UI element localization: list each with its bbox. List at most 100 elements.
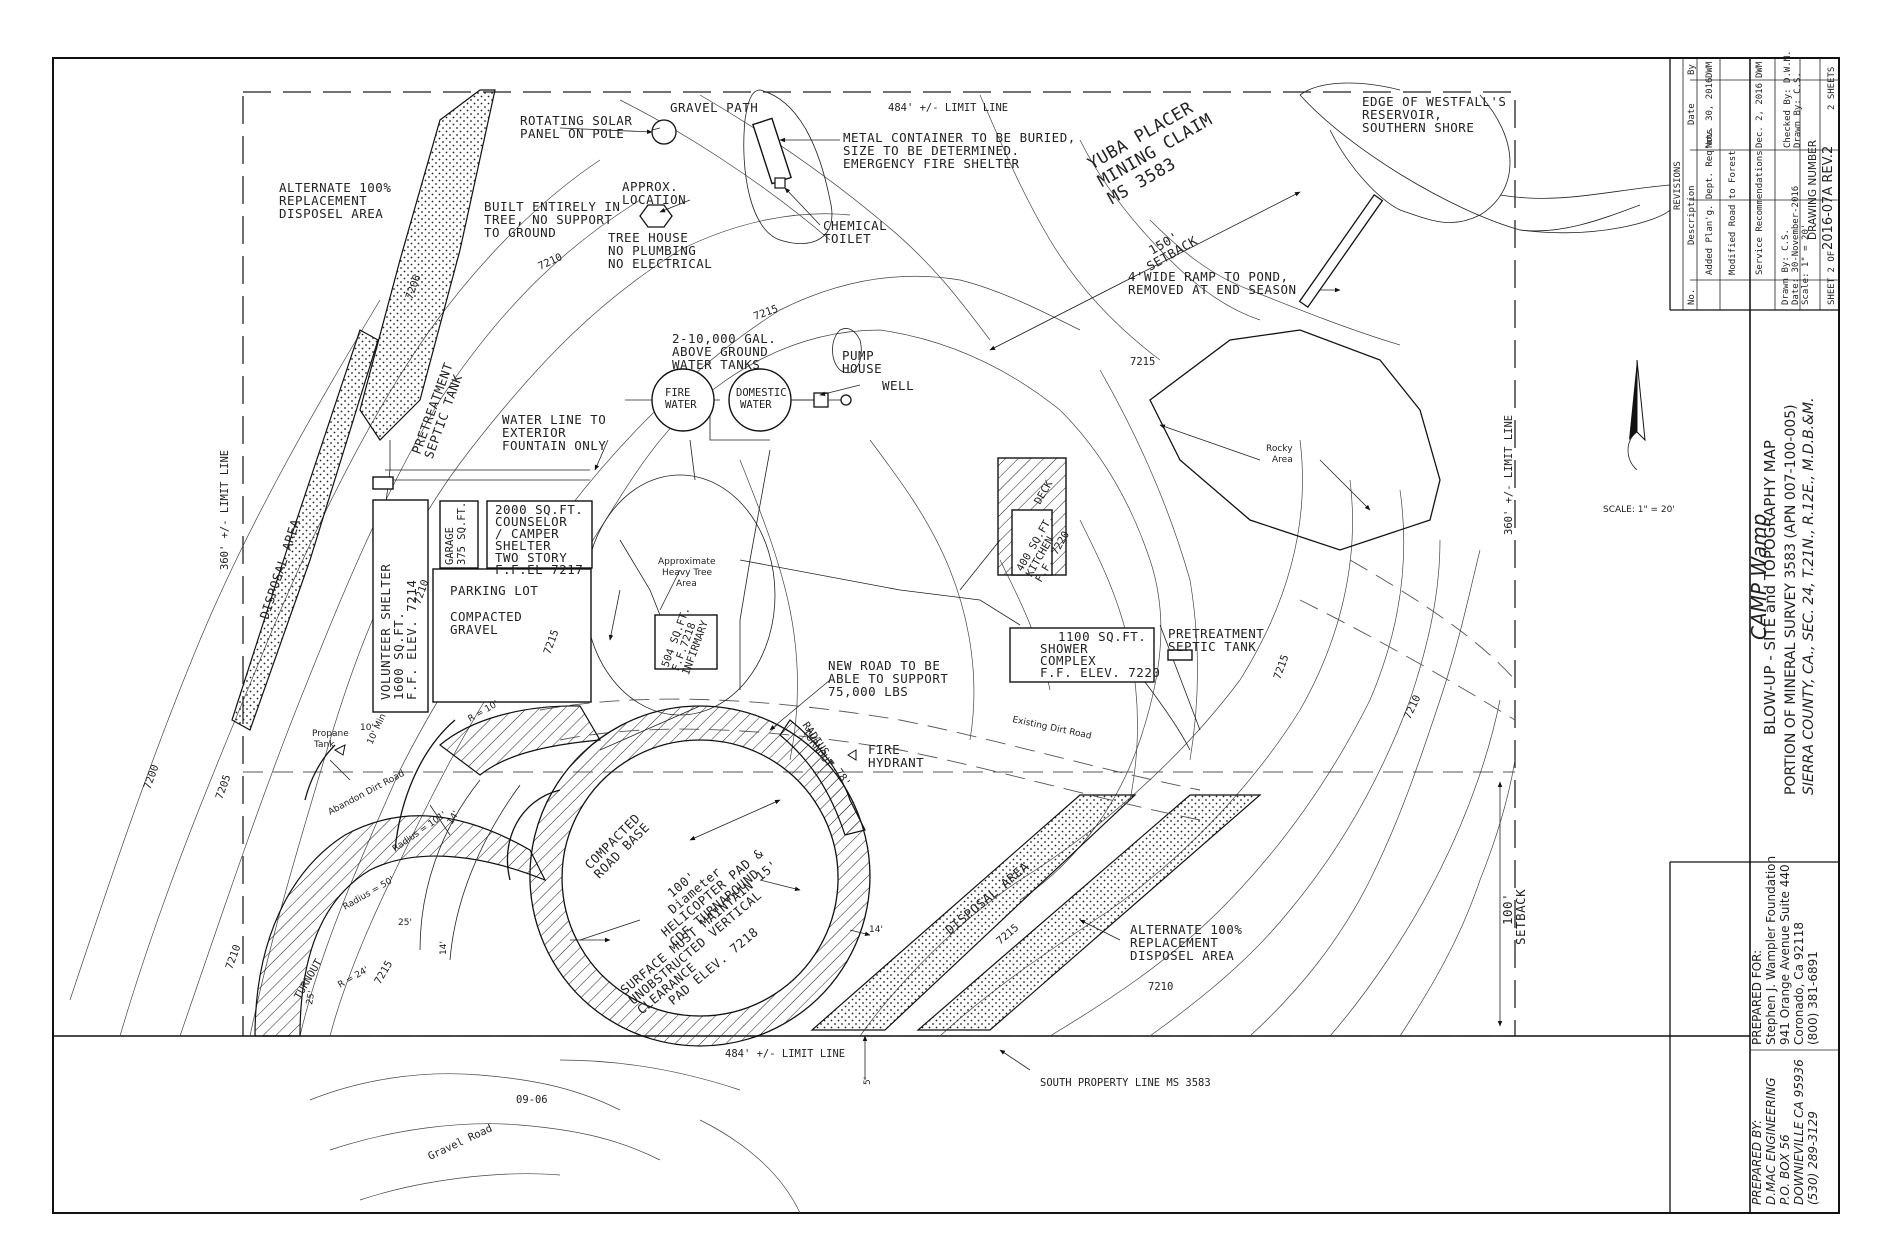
sheet-border: [52, 57, 1840, 1214]
disposal-area-right: [810, 794, 1137, 1031]
solar-panel-pole: [651, 119, 677, 145]
disposal-area-left: [231, 329, 379, 731]
ramp: [1298, 193, 1384, 309]
revisions-title: REVISIONS: [1673, 161, 1683, 210]
label-ramp: 4'WIDE RAMP TO POND,REMOVED AT END SEASO…: [1128, 269, 1297, 297]
north-arrow-icon: [1627, 359, 1646, 471]
contour-7215a: 7215: [752, 303, 780, 323]
fire-hydrant: [847, 749, 857, 761]
label-road-code: 09-06: [516, 1094, 548, 1106]
drawing-scale: Scale: 1" = 20': [1801, 224, 1811, 305]
alt-disposal-area-top: [359, 89, 496, 441]
limit-line-boundary: [242, 91, 1516, 1037]
reservoir-shore: [1299, 94, 1671, 234]
label-dim-14a: 14': [869, 925, 883, 935]
label-south-line: SOUTH PROPERTY LINE MS 3583: [1040, 1077, 1211, 1089]
drawing-date: Date: 30-November-2016: [1791, 186, 1801, 305]
limit-line-left: 360' +/- LIMIT LINE: [219, 450, 231, 570]
limit-line-top: 484' +/- LIMIT LINE: [888, 102, 1008, 114]
label-gravel-path: GRAVEL PATH: [670, 100, 758, 115]
label-garage: GARAGE375 SQ.FT.: [444, 502, 468, 565]
rev-header-date: Date: [1687, 103, 1697, 125]
rev2-desc: Modified Road to Forest: [1728, 150, 1738, 275]
label-approx-location: APPROX.LOCATION: [622, 179, 686, 207]
label-scale: SCALE: 1" = 20': [1603, 505, 1675, 515]
label-dim-14c: 14': [439, 941, 449, 955]
rev3-by: DWM: [1755, 61, 1765, 78]
project-name: CAMP Wamp: [1747, 514, 1771, 640]
tree-house: [639, 204, 673, 228]
fire-water-tank: [651, 368, 715, 432]
label-setback-100: 100'SETBACK: [1500, 889, 1528, 945]
label-dim-5: 5': [863, 1077, 873, 1085]
counselor-shelter: [486, 500, 593, 569]
drawn-by-2: Drawn By: C.S.: [1793, 72, 1803, 148]
road-to-helipad: [439, 705, 601, 776]
infirmary: [654, 614, 718, 670]
contour-7200: 7200: [142, 763, 162, 791]
label-gravel-road: Gravel Road: [426, 1122, 494, 1162]
gravel-path-area: [743, 89, 833, 244]
contour-7210d: 7210: [1148, 981, 1173, 993]
label-existing-road: Existing Dirt Road: [1011, 715, 1092, 742]
chemical-toilet: [774, 177, 786, 189]
septic-tank-top: [372, 476, 394, 490]
well: [840, 394, 852, 406]
contour-7215d: 7215: [1272, 653, 1292, 681]
rev-header-no: No.: [1687, 289, 1697, 305]
volunteer-shelter: [372, 499, 429, 713]
drawing-number: 2016-07A REV.2: [1821, 146, 1836, 250]
rev-header-by: By: [1687, 64, 1697, 75]
parking-lot: [432, 568, 592, 703]
label-dim-10: 10': [360, 723, 374, 733]
turnout: [779, 719, 866, 836]
heavy-tree-area: [584, 474, 776, 716]
propane-tank: [333, 744, 346, 756]
label-volunteer: VOLUNTEER SHELTER1600 SQ.FT.F.F. ELEV. 7…: [378, 564, 419, 700]
kitchen: [1011, 509, 1053, 576]
label-compacted-base: COMPACTEDROAD BASE: [582, 810, 653, 881]
rev1-desc: Added Plan'g. Dept. Req'mts: [1705, 129, 1715, 275]
rev1-by: DWM: [1705, 61, 1715, 78]
title-main: BLOW-UP - SITE and TOPOGRAPHY MAP: [1761, 440, 1779, 735]
drawing-number-label: DRAWING NUMBER: [1807, 140, 1819, 240]
checked-by: Checked By: D.W.M.: [1783, 50, 1793, 148]
contour-7205: 7205: [214, 773, 234, 801]
contour-7210c: 7210: [1402, 693, 1424, 721]
revisions-table: [1682, 58, 1839, 310]
metal-container: [752, 117, 792, 185]
contour-7215f: 7215: [372, 959, 395, 987]
label-abandon-road: Abandon Dirt Road: [327, 769, 407, 818]
rocky-area: [1149, 329, 1441, 551]
rev3-desc: Service Recommendations: [1755, 150, 1765, 275]
garage: [439, 500, 479, 569]
septic-tank-right: [1167, 649, 1193, 661]
leader-lines: [329, 127, 1503, 1080]
label-yuba-claim: YUBA PLACERMINING CLAIMMS 3583: [1085, 93, 1227, 209]
rev1-date: Nov. 30, 2016: [1705, 78, 1715, 148]
label-dim-25: 25': [398, 918, 412, 928]
label-setback-150: 150'SETBACK: [1137, 222, 1200, 274]
label-r24: R = 24': [337, 965, 371, 990]
drawn-by: Drawn By: C.S.: [1781, 229, 1791, 305]
label-dim-25b: 25': [305, 990, 317, 1005]
